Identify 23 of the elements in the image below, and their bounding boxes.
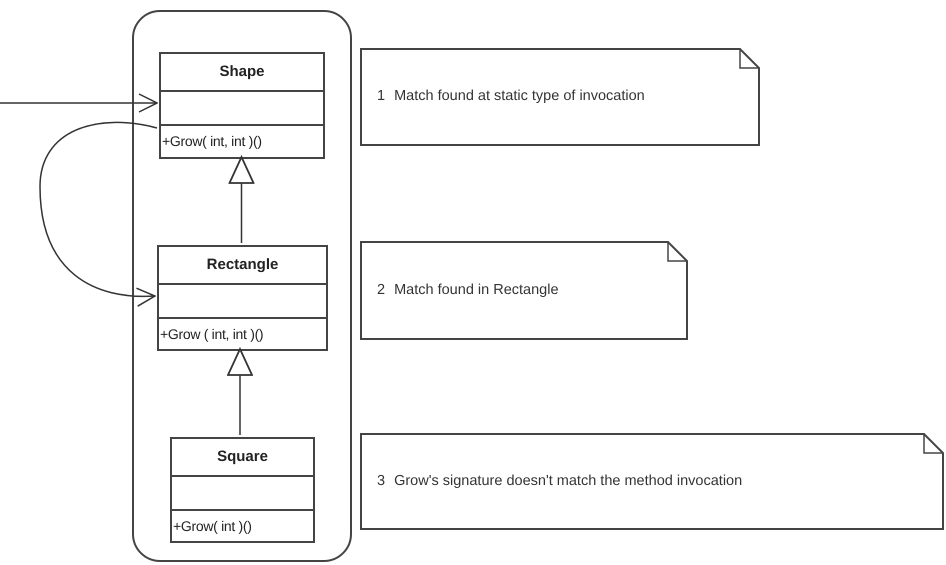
generalization-arrow <box>228 156 254 243</box>
note-shape <box>360 433 944 530</box>
method-signature: +Grow( int, int )() <box>162 132 262 151</box>
method-signature: +Grow( int )() <box>173 516 252 536</box>
note-text: Grow's signature doesn't match the method invocation <box>394 472 742 491</box>
rounded-frame <box>132 10 352 562</box>
note-number: 1 <box>377 87 386 106</box>
note-number: 2 <box>377 280 386 300</box>
arrow <box>0 93 158 113</box>
arrow <box>39 122 158 306</box>
method-signature: +Grow ( int, int )() <box>160 324 264 344</box>
note-shape <box>360 48 760 146</box>
class-name: Shape <box>219 62 264 82</box>
generalization-arrow <box>227 348 253 435</box>
note-shape <box>360 241 688 340</box>
class-name: Square <box>217 446 268 467</box>
note-text: Match found in Rectangle <box>394 280 559 300</box>
note-number: 3 <box>377 472 386 491</box>
class-box <box>157 245 328 351</box>
note-text: Match found at static type of invocation <box>394 87 645 106</box>
class-box <box>170 437 315 543</box>
class-box <box>159 52 325 159</box>
class-name: Rectangle <box>206 254 278 275</box>
